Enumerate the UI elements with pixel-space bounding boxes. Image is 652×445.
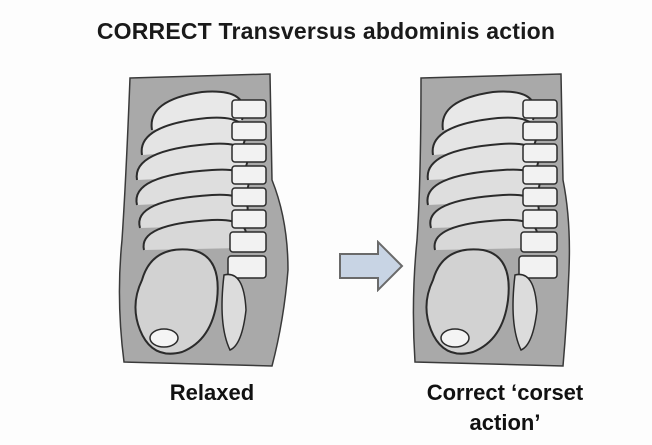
corset-label-line-2: action’: [380, 408, 630, 438]
vertebra: [232, 100, 266, 118]
pelvic-opening: [150, 329, 178, 347]
vertebra: [523, 188, 557, 206]
vertebra: [228, 256, 266, 278]
vertebra: [230, 232, 266, 252]
relaxed-torso-svg: [112, 70, 312, 370]
vertebra: [521, 232, 557, 252]
vertebra: [232, 144, 266, 162]
relaxed-label-text: Relaxed: [170, 380, 254, 405]
vertebra: [523, 166, 557, 184]
relaxed-label: Relaxed: [112, 378, 312, 408]
vertebra: [519, 256, 557, 278]
vertebra: [523, 122, 557, 140]
vertebra: [523, 210, 557, 228]
vertebra: [232, 210, 266, 228]
corset-torso-svg: [403, 70, 603, 370]
corset-action-label: Correct ‘corset action’: [380, 378, 630, 438]
vertebra: [523, 144, 557, 162]
vertebra: [232, 166, 266, 184]
corset-label-line-1: Correct ‘corset: [380, 378, 630, 408]
vertebra: [523, 100, 557, 118]
vertebra: [232, 188, 266, 206]
pelvic-opening: [441, 329, 469, 347]
right-arrow-icon: [338, 240, 404, 292]
relaxed-torso-illustration: [112, 70, 312, 370]
vertebra: [232, 122, 266, 140]
diagram-title: CORRECT Transversus abdominis action: [0, 18, 652, 45]
corset-action-torso-illustration: [403, 70, 603, 370]
